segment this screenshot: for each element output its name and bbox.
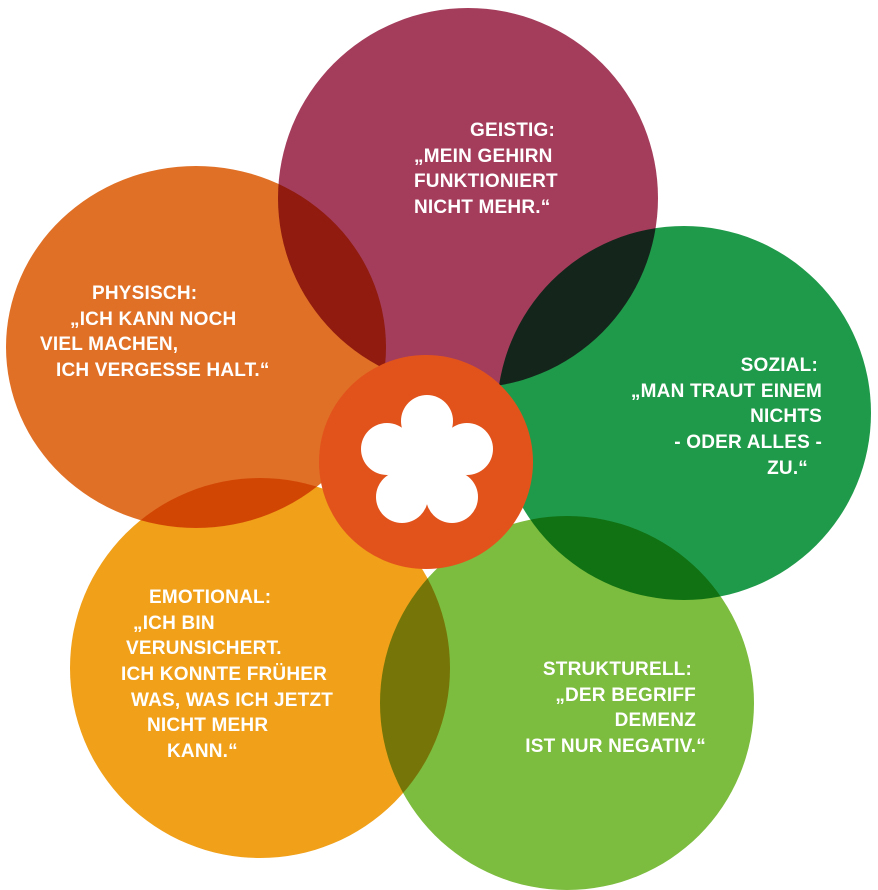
emotional-line: „ICH BIN	[133, 612, 215, 634]
emotional-line: WAS, WAS ICH JETZT	[131, 689, 334, 711]
physisch-line: PHYSISCH:	[92, 283, 198, 304]
geistig-line: NICHT MEHR.“	[414, 196, 551, 218]
emotional-line: ICH KONNTE FRÜHER	[121, 663, 328, 685]
sozial-line: NICHTS	[750, 406, 822, 428]
label-strukturell: STRUKTURELL: „DER BEGRIFF DEMENZ IST NUR…	[466, 657, 706, 760]
geistig-line: GEISTIG:	[470, 120, 555, 141]
sozial-line: ZU.“	[767, 457, 808, 479]
emotional-line: VERUNSICHERT.	[126, 638, 282, 660]
label-physisch: PHYSISCH: „ICH KANN NOCH VIEL MACHEN, IC…	[40, 281, 340, 384]
geistig-line: „MEIN GEHIRN	[414, 145, 553, 167]
flower-icon	[361, 395, 493, 523]
strukturell-line: STRUKTURELL:	[542, 659, 692, 680]
sozial-line: - ODER ALLES -	[674, 431, 822, 453]
strukturell-line: IST NUR NEGATIV.“	[525, 735, 706, 757]
sozial-line: SOZIAL:	[740, 355, 818, 376]
sozial-line: „MAN TRAUT EINEM	[630, 380, 822, 402]
geistig-line: FUNKTIONIERT	[414, 171, 558, 193]
emotional-line: NICHT MEHR	[147, 715, 269, 737]
petal-strukturell	[380, 516, 754, 890]
strukturell-line: DEMENZ	[614, 710, 696, 732]
physisch-line: VIEL MACHEN,	[40, 334, 179, 356]
emotional-line: EMOTIONAL:	[149, 587, 272, 608]
label-sozial: SOZIAL: „MAN TRAUT EINEM NICHTS - ODER A…	[566, 353, 822, 481]
physisch-line: „ICH KANN NOCH	[70, 308, 237, 330]
emotional-line: KANN.“	[167, 740, 238, 762]
label-geistig: GEISTIG: „MEIN GEHIRN FUNKTIONIERT NICHT…	[414, 118, 614, 221]
strukturell-line: „DER BEGRIFF	[555, 684, 696, 706]
physisch-line: ICH VERGESSE HALT.“	[56, 359, 270, 381]
label-emotional: EMOTIONAL: „ICH BIN VERUNSICHERT. ICH KO…	[121, 585, 401, 764]
